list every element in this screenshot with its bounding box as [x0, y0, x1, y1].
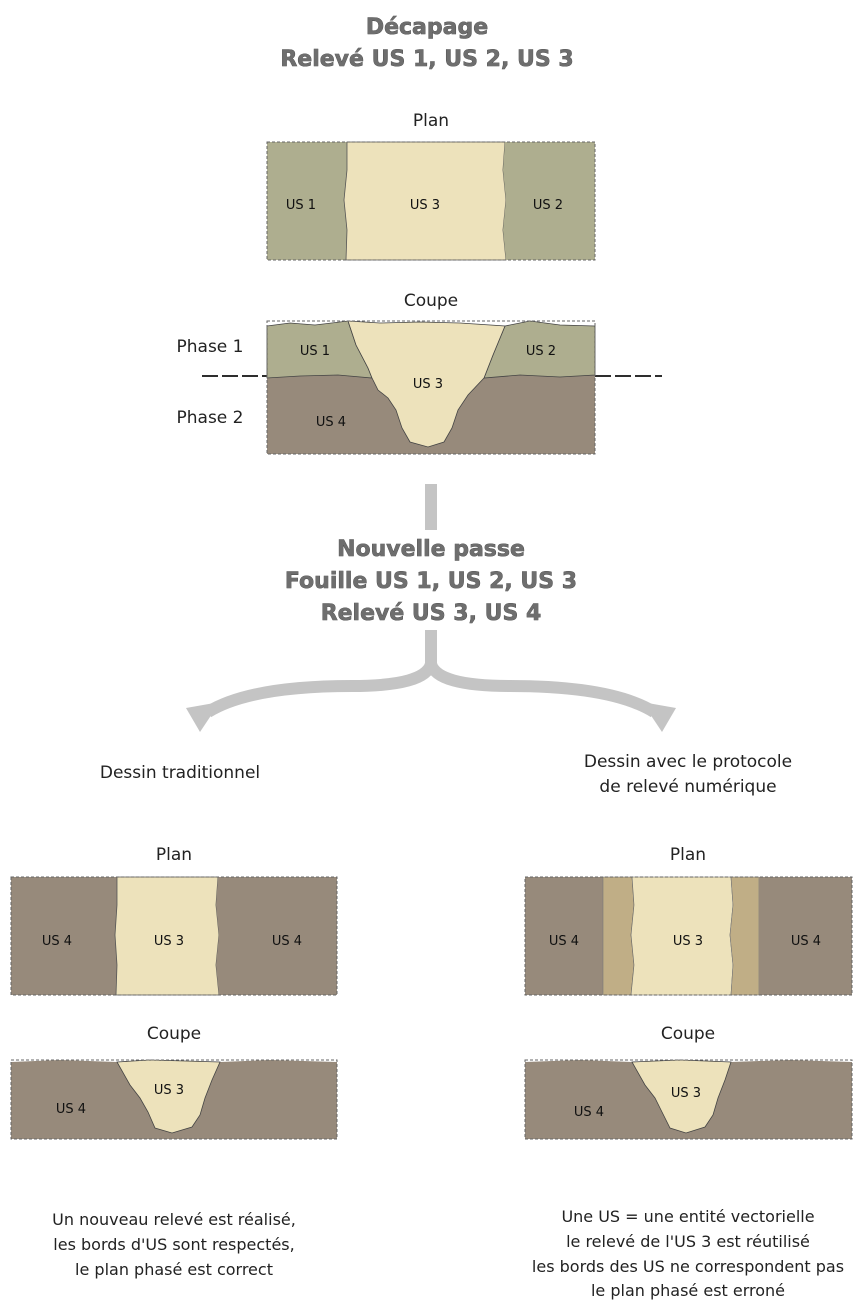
top-plan-us1-zone [267, 142, 347, 260]
right-heading-line2: de relevé numérique [599, 777, 776, 797]
top-coupe-us2-label: US 2 [526, 344, 556, 359]
top-plan-us3-label: US 3 [410, 198, 440, 213]
left-plan-border [10, 876, 338, 996]
top-title-line1: Décapage [366, 15, 488, 40]
top-coupe-us4-label: US 4 [316, 415, 346, 430]
left-coupe-diagram: US 3 US 4 [10, 1059, 338, 1140]
right-caption-line2: le relevé de l'US 3 est réutilisé [566, 1232, 810, 1251]
left-plan-us4-right-label: US 4 [272, 934, 302, 949]
left-caption-line1: Un nouveau relevé est réalisé, [52, 1210, 296, 1229]
middle-title-line3: Relevé US 3, US 4 [321, 601, 542, 626]
top-plan-us2-label: US 2 [533, 198, 563, 213]
phase1-label: Phase 1 [177, 337, 244, 357]
right-coupe-border [524, 1059, 853, 1140]
right-coupe-heading: Coupe [661, 1024, 715, 1044]
right-caption-line4: le plan phasé est erroné [591, 1281, 785, 1300]
top-coupe-border [266, 320, 596, 455]
right-coupe-us3-label: US 3 [671, 1086, 701, 1101]
right-heading-line1: Dessin avec le protocole [584, 752, 792, 772]
right-coupe-diagram: US 3 US 4 [524, 1059, 853, 1140]
right-plan-transition-right-zone [729, 876, 760, 996]
left-plan-us4-left-zone [11, 877, 117, 995]
left-plan-us4-left-label: US 4 [42, 934, 72, 949]
right-caption-line3: les bords des US ne correspondent pas [532, 1257, 844, 1276]
left-plan-us3-label: US 3 [154, 934, 184, 949]
flow-arrow-branch-right [425, 661, 658, 718]
top-coupe-us1-label: US 1 [300, 344, 330, 359]
left-coupe-us3-label: US 3 [154, 1083, 184, 1098]
left-caption-line2: les bords d'US sont respectés, [53, 1235, 294, 1254]
right-plan-us3-label: US 3 [673, 934, 703, 949]
left-plan-diagram: US 4 US 3 US 4 [10, 876, 338, 996]
top-coupe-heading: Coupe [404, 291, 458, 311]
left-plan-us4-right-zone [216, 877, 337, 995]
right-caption-line1: Une US = une entité vectorielle [561, 1207, 814, 1226]
left-coupe-us3-zone [116, 1059, 221, 1134]
left-coupe-us4-label: US 4 [56, 1102, 86, 1117]
flow-arrowhead-right [642, 702, 676, 732]
top-coupe-us3-label: US 3 [413, 377, 443, 392]
flow-arrow-branch-left [204, 661, 437, 718]
flow-arrowhead-left [186, 702, 220, 732]
phase2-label: Phase 2 [177, 408, 244, 428]
top-plan-diagram: US 1 US 3 US 2 [266, 141, 596, 261]
right-plan-us4-left-zone [525, 877, 603, 995]
right-plan-diagram: US 4 US 3 US 4 [524, 876, 853, 996]
top-plan-heading: Plan [413, 111, 449, 131]
left-coupe-border [10, 1059, 338, 1140]
right-plan-transition-left-zone [602, 876, 635, 996]
top-coupe-diagram: US 1 US 2 US 3 US 4 [266, 320, 596, 455]
middle-title-line2: Fouille US 1, US 2, US 3 [285, 569, 577, 594]
right-coupe-us4-label: US 4 [574, 1105, 604, 1120]
top-title-line2: Relevé US 1, US 2, US 3 [280, 47, 573, 72]
right-plan-us4-right-zone [759, 877, 852, 995]
top-plan-us1-label: US 1 [286, 198, 316, 213]
right-plan-heading: Plan [670, 845, 706, 865]
top-plan-border [266, 141, 596, 261]
right-plan-us4-right-label: US 4 [791, 934, 821, 949]
right-coupe-us3-zone [631, 1059, 732, 1134]
middle-title-line1: Nouvelle passe [337, 537, 525, 562]
left-coupe-heading: Coupe [147, 1024, 201, 1044]
right-plan-us4-left-label: US 4 [549, 934, 579, 949]
top-plan-us2-zone [503, 142, 595, 260]
top-coupe-us3-zone [347, 320, 506, 448]
flow-arrow [186, 484, 676, 732]
right-plan-border [524, 876, 853, 996]
left-plan-heading: Plan [156, 845, 192, 865]
left-heading: Dessin traditionnel [100, 763, 260, 783]
left-caption-line3: le plan phasé est correct [75, 1260, 273, 1279]
